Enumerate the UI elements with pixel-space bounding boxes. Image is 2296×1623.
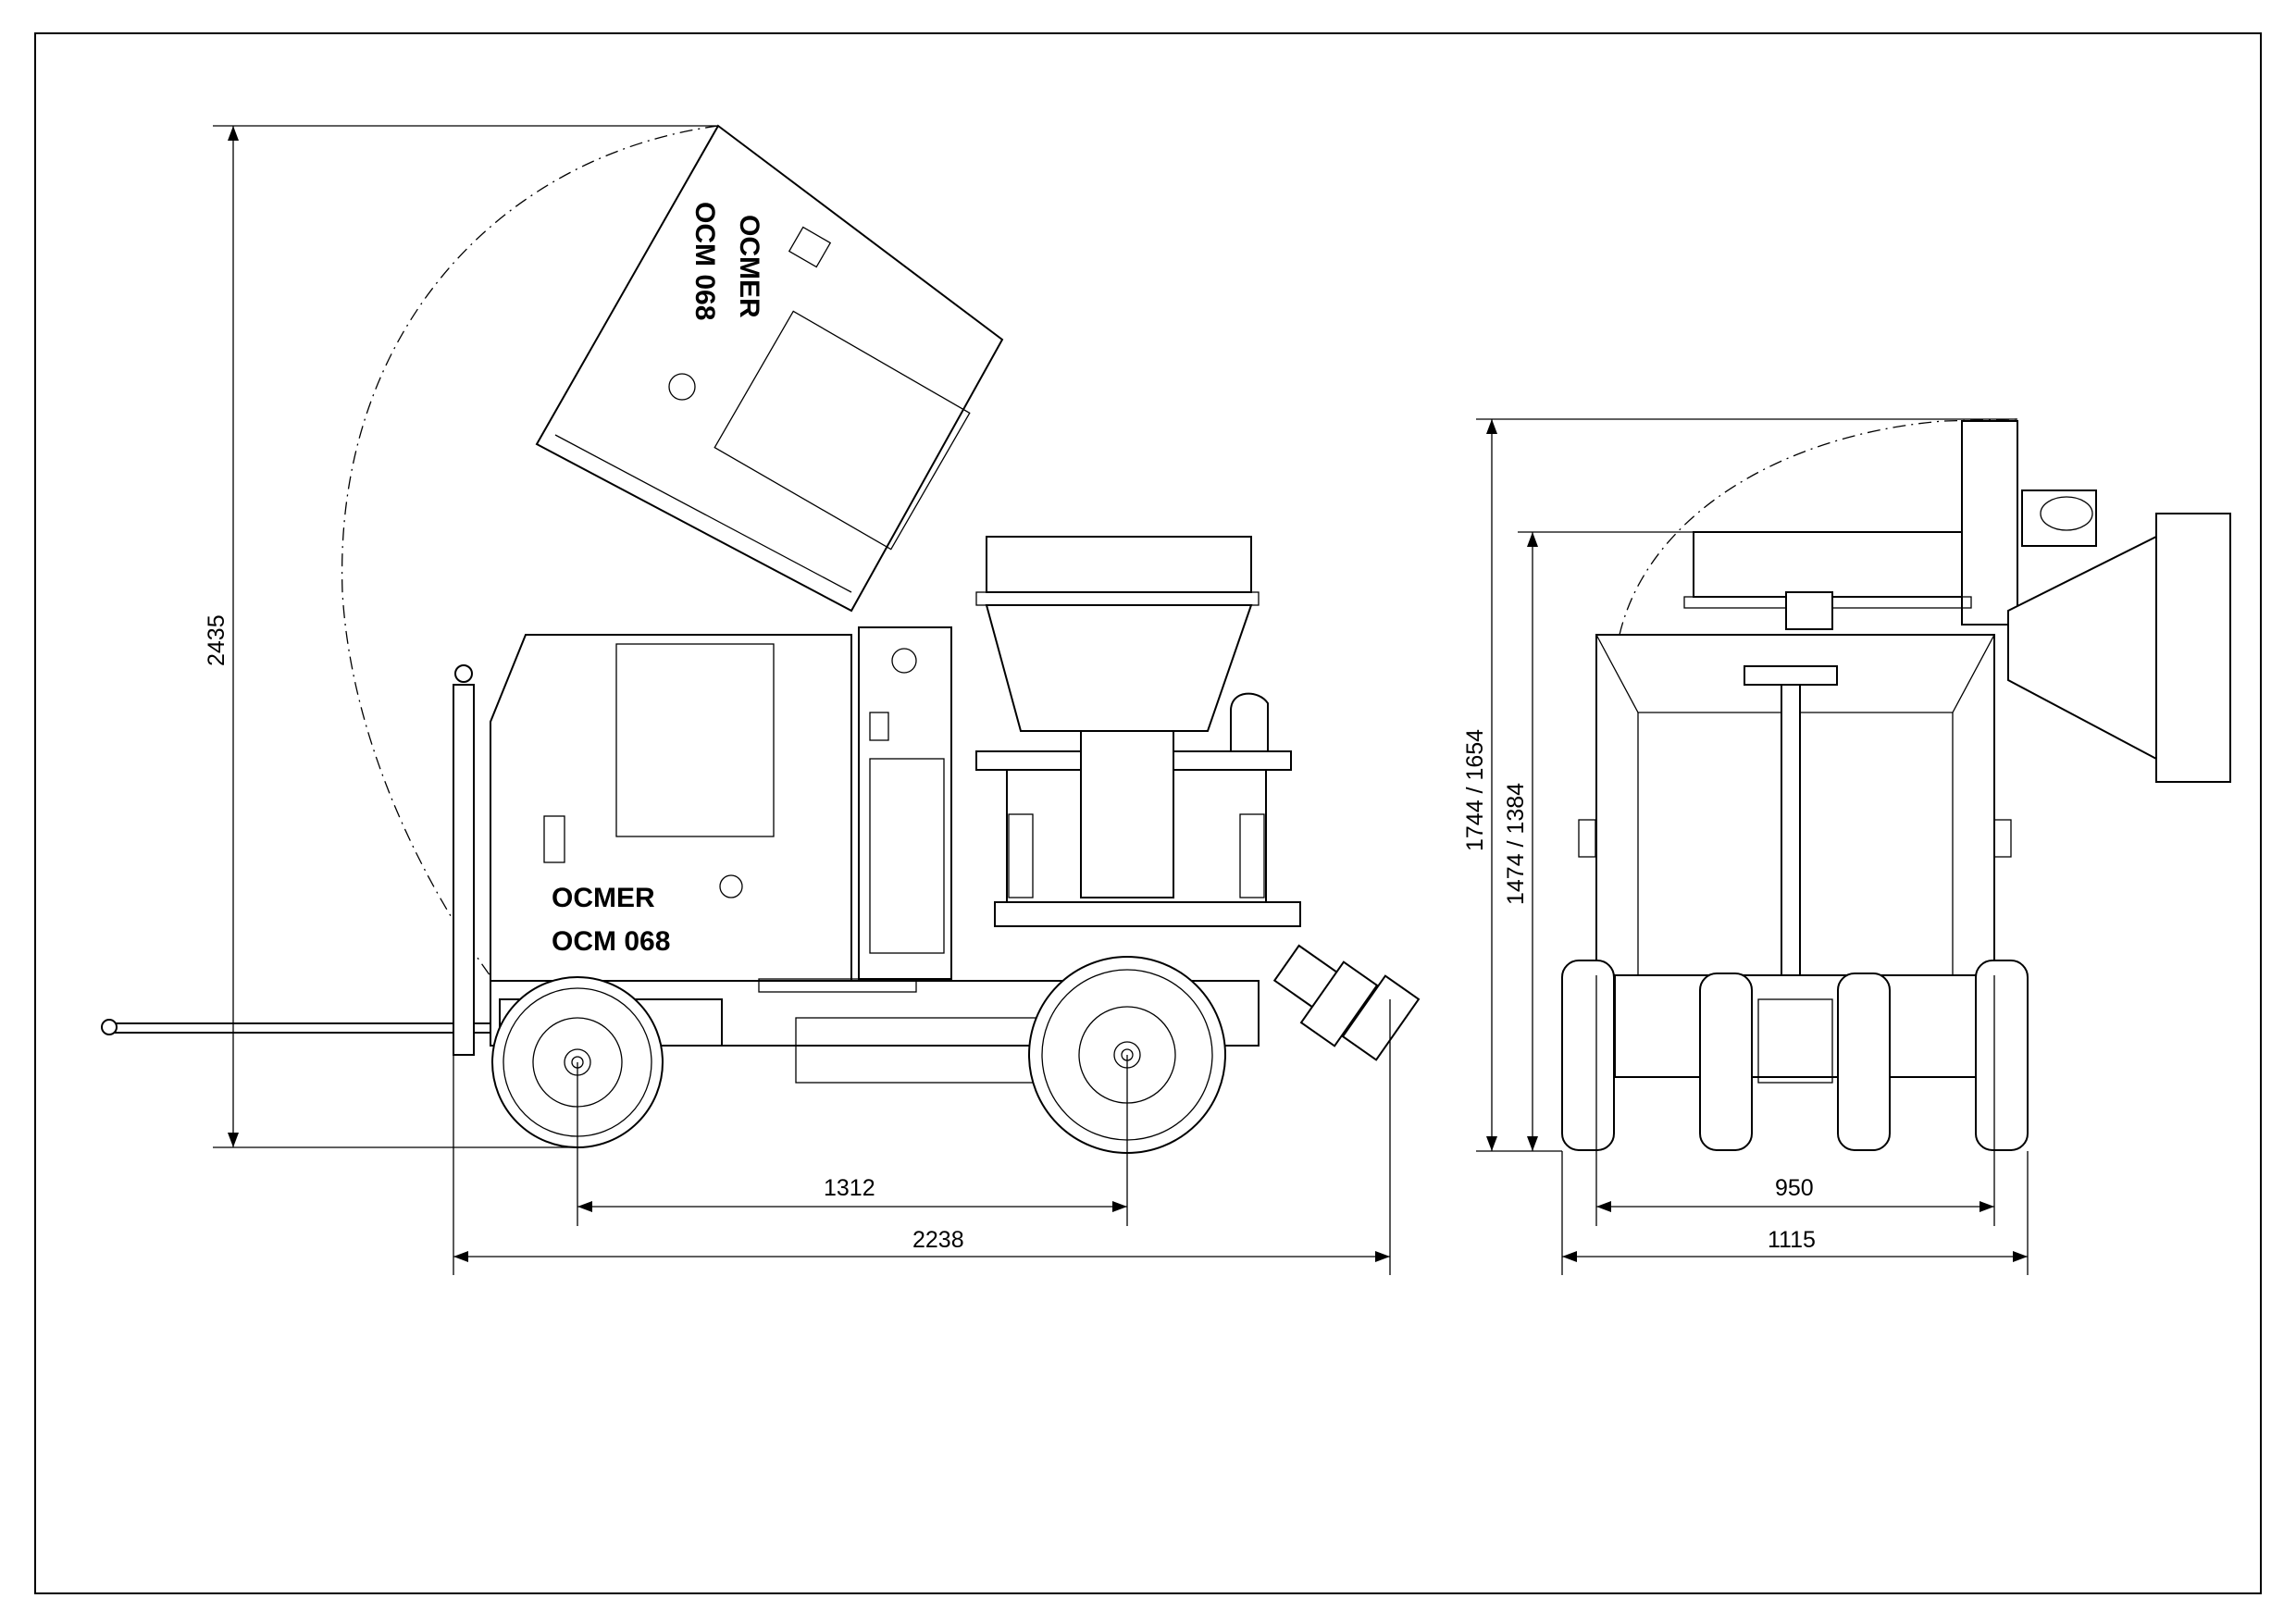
sheet-border bbox=[34, 32, 2262, 1594]
dimension-height-label: 2435 bbox=[204, 614, 230, 666]
hood-brand-text: OCMER bbox=[734, 215, 764, 318]
dimension-wheelbase-label: 1312 bbox=[824, 1175, 875, 1201]
rear-body bbox=[1578, 634, 2012, 1028]
rear-hood-swing-arc bbox=[1619, 418, 2018, 636]
dimension-length-label: 2238 bbox=[912, 1227, 964, 1253]
raised-hood: OCMER OCM 068 bbox=[535, 124, 1004, 613]
rear-wheel-inner-left bbox=[1699, 973, 1753, 1151]
side-view: OCMER OCM 068 OCMER OCM 068 bbox=[101, 124, 1421, 1275]
hopper-assembly bbox=[975, 536, 1421, 1061]
dimension-track-950: 950 bbox=[1595, 975, 1995, 1226]
rear-raised-hood bbox=[1961, 420, 2231, 783]
dimension-height-2435: 2435 bbox=[204, 125, 718, 1148]
dimension-height-total-label: 1744 / 1654 bbox=[1462, 729, 1488, 851]
dimension-width-label: 1115 bbox=[1768, 1227, 1816, 1253]
dimension-wheelbase-1312: 1312 bbox=[577, 1055, 1128, 1226]
dimension-length-2238: 2238 bbox=[453, 999, 1391, 1275]
rear-wheel-outer-left bbox=[1561, 960, 1615, 1151]
machine-body: OCMER OCM 068 bbox=[490, 626, 952, 985]
dimension-height-body: 1474 / 1384 bbox=[1503, 531, 1694, 1151]
dimension-height-body-label: 1474 / 1384 bbox=[1503, 783, 1529, 905]
dimension-track-label: 950 bbox=[1775, 1175, 1814, 1201]
body-model-text: OCM 068 bbox=[552, 926, 670, 957]
dimension-width-1115: 1115 bbox=[1561, 1151, 2029, 1275]
dimension-height-total: 1744 / 1654 bbox=[1462, 418, 2017, 1152]
hood-model-text: OCM 068 bbox=[689, 202, 720, 320]
body-brand-text: OCMER bbox=[552, 883, 655, 913]
hood-swing-arc bbox=[341, 125, 719, 977]
rear-view: 1744 / 1654 1474 / 1384 950 1115 bbox=[1462, 418, 2231, 1275]
rear-wheel-inner-right bbox=[1837, 973, 1891, 1151]
rear-wheel-outer-right bbox=[1975, 960, 2029, 1151]
